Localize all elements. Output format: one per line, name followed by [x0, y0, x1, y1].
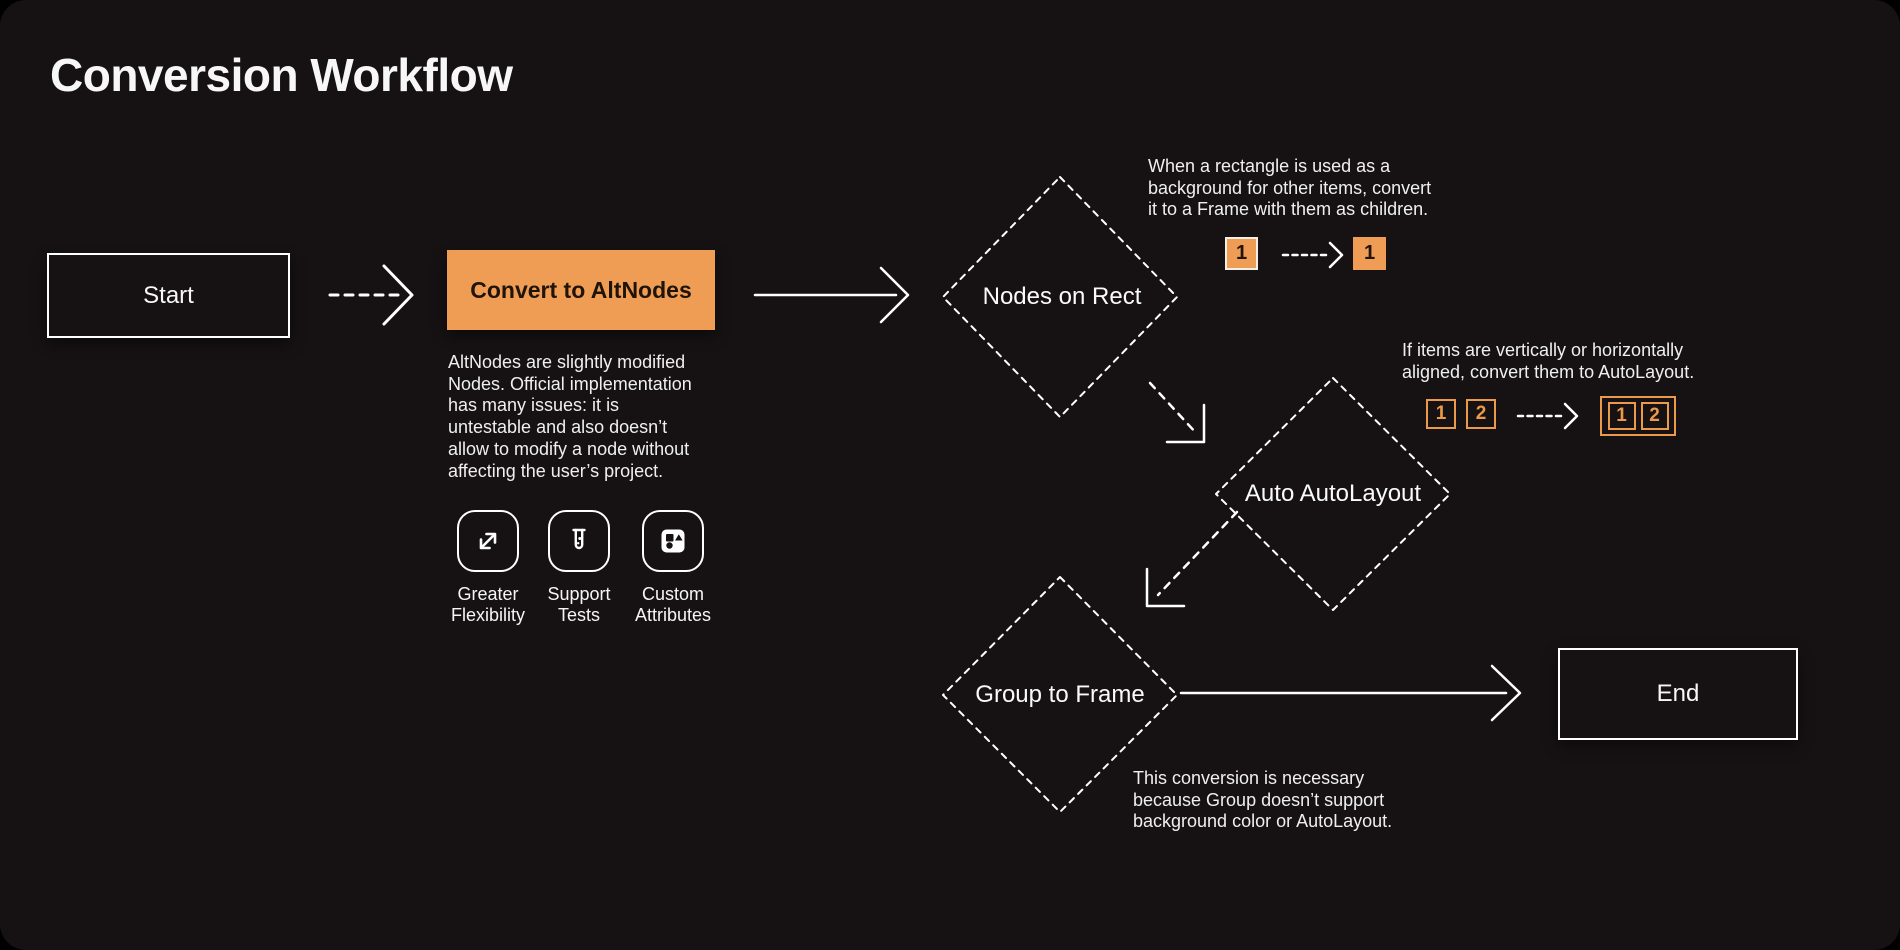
note-line: background for other items, convert	[1148, 177, 1432, 198]
arrow-nodes-on-rect-to-autolayout	[1148, 381, 1206, 444]
note-line: aligned, convert them to AutoLayout.	[1402, 361, 1695, 382]
mini-arrow-align-demo	[1516, 402, 1579, 430]
note-line: because Group doesn’t support	[1133, 789, 1385, 810]
feature-greater-flexibility: Greater Flexibility	[428, 510, 548, 626]
node-nodes-on-rect-label: Nodes on Rect	[982, 283, 1142, 310]
arrow-start-to-convert	[328, 264, 414, 326]
demo-frame-after: 1	[1353, 237, 1386, 270]
diamond-group-to-frame	[942, 576, 1178, 813]
expand-icon	[457, 510, 519, 572]
arrow-autolayout-to-group	[1145, 510, 1239, 608]
note-line: has many issues: it is	[448, 395, 620, 416]
note-line: When a rectangle is used as a	[1148, 156, 1391, 176]
diamond-auto-autolayout	[1215, 377, 1451, 611]
group-annotation: This conversion is necessary because Gro…	[1133, 768, 1392, 833]
autolayout-annotation: If items are vertically or horizontally …	[1402, 340, 1694, 383]
note-line: Nodes. Official implementation	[448, 373, 692, 394]
demo-rect-before: 1	[1225, 237, 1258, 270]
note-line: untestable and also doesn’t	[448, 417, 668, 438]
diamond-nodes-on-rect	[942, 176, 1178, 418]
note-line: If items are vertically or horizontally	[1402, 340, 1684, 360]
note-line: This conversion is necessary	[1133, 768, 1365, 788]
demo-item-2-after: 2	[1640, 402, 1669, 430]
arrow-group-to-end	[1179, 664, 1522, 722]
node-convert-to-altnodes: Convert to AltNodes	[447, 250, 715, 330]
demo-item-1-before: 1	[1426, 399, 1456, 429]
node-group-to-frame-label: Group to Frame	[975, 681, 1145, 708]
note-line: AltNodes are slightly modified	[448, 352, 686, 372]
feature-support-tests: Support Tests	[519, 510, 639, 626]
feature-label: Support Tests	[547, 584, 611, 625]
demo-autolayout-frame: 1 2	[1600, 396, 1676, 436]
demo-item-1-after: 1	[1607, 402, 1636, 430]
node-end: End	[1558, 648, 1798, 740]
note-line: background color or AutoLayout.	[1133, 811, 1393, 832]
rect-annotation: When a rectangle is used as a background…	[1148, 156, 1431, 221]
node-convert-label: Convert to AltNodes	[470, 276, 692, 303]
arrow-convert-to-nodes-on-rect	[753, 266, 910, 324]
demo-item-2-before: 2	[1466, 399, 1496, 429]
note-line: affecting the user’s project.	[448, 460, 664, 481]
note-line: allow to modify a node without	[448, 438, 690, 459]
note-line: it to a Frame with them as children.	[1148, 199, 1429, 220]
test-tube-icon	[548, 510, 610, 572]
node-start: Start	[47, 253, 290, 338]
feature-label: Custom Attributes	[634, 584, 712, 625]
shapes-icon	[642, 510, 704, 572]
feature-custom-attributes: Custom Attributes	[613, 510, 733, 626]
feature-label: Greater Flexibility	[450, 584, 525, 625]
node-auto-autolayout-label: Auto AutoLayout	[1244, 480, 1422, 507]
node-end-label: End	[1656, 680, 1700, 707]
page-title: Conversion Workflow	[50, 49, 513, 101]
altnodes-description: AltNodes are slightly modified Nodes. Of…	[448, 352, 692, 482]
node-start-label: Start	[143, 281, 194, 309]
mini-arrow-rect-demo	[1281, 241, 1344, 269]
